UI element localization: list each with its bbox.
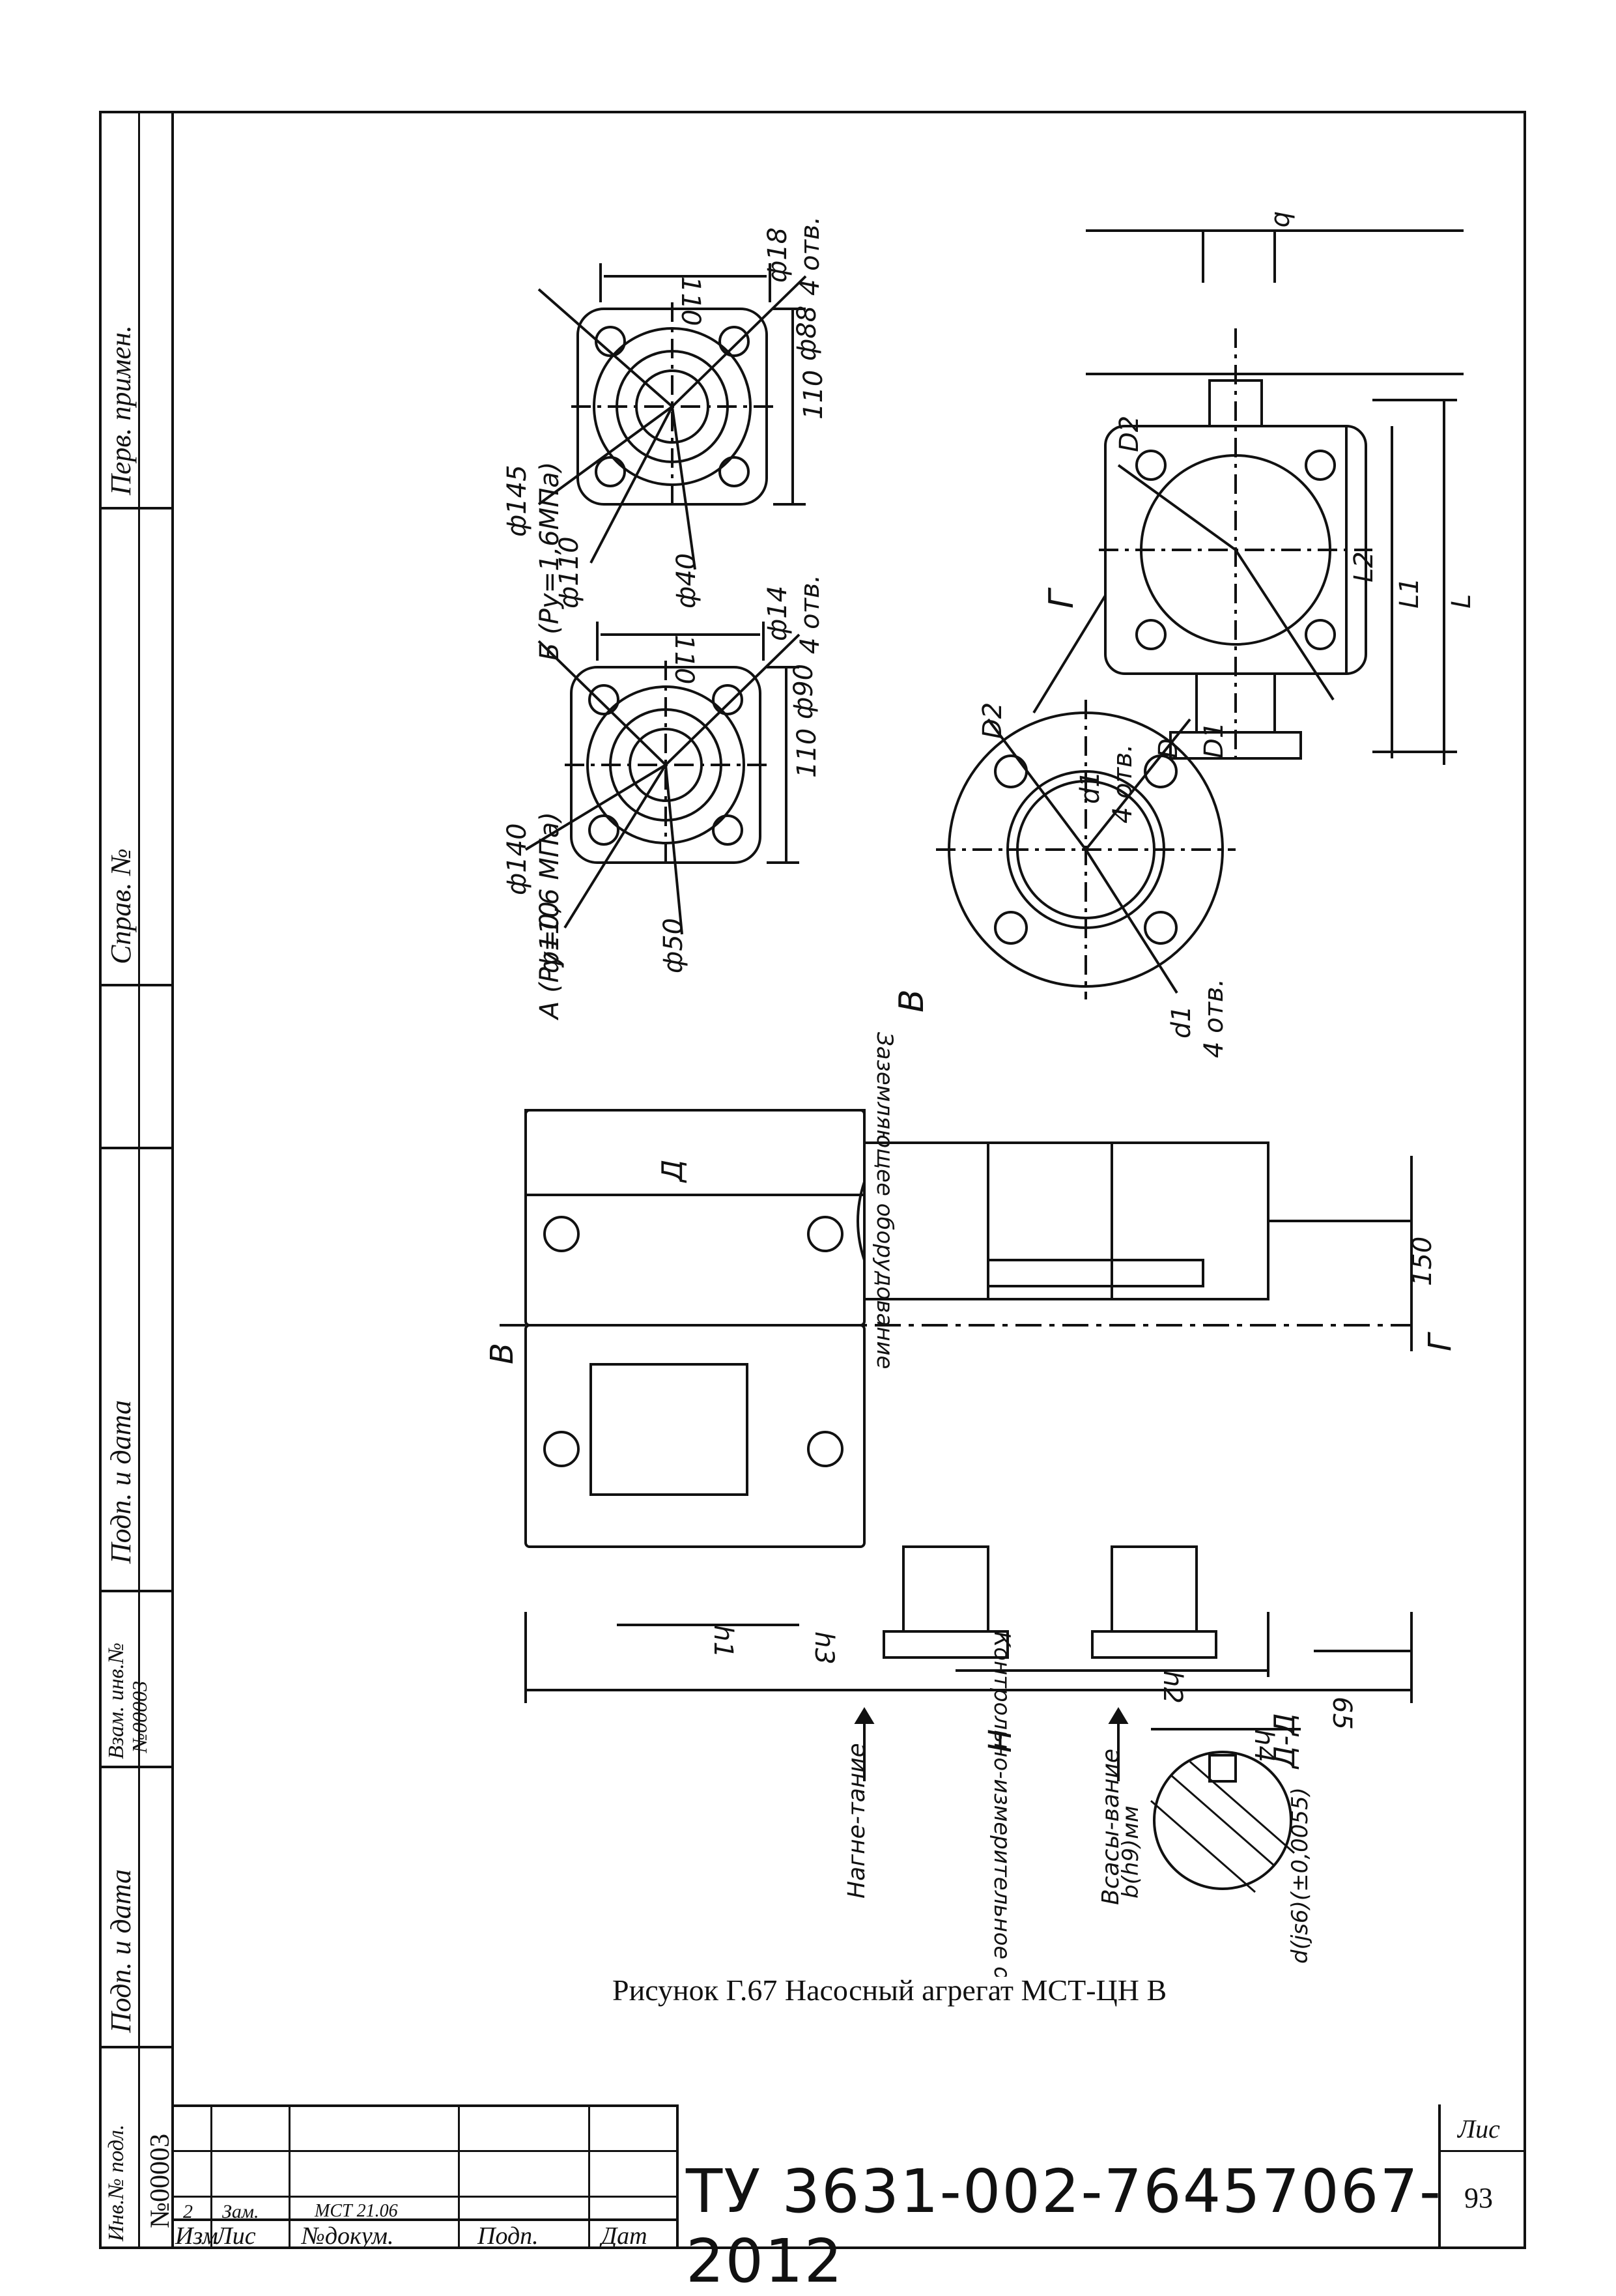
title-block-sheet-box-line bbox=[1438, 2104, 1441, 2249]
col-list-label: Лис bbox=[216, 2222, 256, 2250]
main-pump-side-view bbox=[500, 1109, 1413, 1703]
note-control: Контрольно-измерительное оборудование bbox=[989, 1631, 1015, 1977]
dim-g-4otv: 4 отв. bbox=[1108, 744, 1138, 824]
sheet-number: 93 bbox=[1464, 2182, 1493, 2214]
dim-l2: L2 bbox=[1349, 551, 1379, 582]
side-stamp-podp-data-bottom: Подп. и дата bbox=[105, 1869, 137, 2033]
side-stamp-divider bbox=[99, 2046, 174, 2048]
dim-h4: h4 bbox=[1249, 1729, 1279, 1762]
arrow-vsasyvanie: Всасы-вание bbox=[1098, 1749, 1124, 1905]
izm-value: 2 bbox=[183, 2201, 193, 2222]
dim-b-110-right: 110 bbox=[799, 370, 829, 420]
zam-value: Зам. bbox=[222, 2201, 259, 2222]
note-ground: Заземляющее оборудование bbox=[872, 1032, 898, 1369]
view-b-flange bbox=[537, 263, 807, 570]
col-data-label: Дат bbox=[601, 2222, 647, 2250]
title-block-col-line bbox=[289, 2104, 291, 2249]
dim-phi88: ф88 bbox=[792, 306, 822, 361]
dim-b-width: b bbox=[1268, 211, 1298, 227]
dim-g-d1-holes: d1 bbox=[1075, 771, 1105, 804]
doc-value: МСТ 21.06 bbox=[315, 2201, 398, 2221]
dim-h1: h1 bbox=[708, 1625, 738, 1658]
dim-h2: h2 bbox=[1157, 1671, 1187, 1704]
side-stamp-divider bbox=[99, 507, 174, 509]
main-view-g-label: Г bbox=[1422, 1332, 1458, 1351]
dim-150: 150 bbox=[1408, 1237, 1438, 1286]
dim-b-phi110: ф110 bbox=[554, 536, 584, 609]
title-block-row-line bbox=[171, 2150, 676, 2152]
side-stamp-divider bbox=[99, 1590, 174, 1592]
dim-d1: D1 bbox=[1199, 722, 1229, 758]
view-a-title: А (Pу=0,6 МПа) bbox=[535, 812, 565, 1021]
title-block-row-line bbox=[171, 2218, 676, 2221]
dim-h3: h3 bbox=[809, 1631, 839, 1665]
dim-b-110-top: 110 bbox=[675, 276, 705, 326]
side-stamp-divider bbox=[99, 984, 174, 986]
view-v-round-flange bbox=[936, 700, 1236, 999]
col-podp-label: Подп. bbox=[477, 2222, 539, 2250]
col-ndok-label: №докум. bbox=[302, 2222, 394, 2250]
side-stamp-divider bbox=[99, 1147, 174, 1149]
dim-phi18: ф18 bbox=[763, 227, 793, 283]
side-stamp-vzam-inv-value: №00003 bbox=[128, 1680, 151, 1753]
dim-65: 65 bbox=[1327, 1697, 1357, 1730]
col-izm-label: Изм bbox=[175, 2222, 218, 2250]
dim-phi140: ф140 bbox=[502, 823, 532, 895]
view-v-label: В bbox=[892, 989, 931, 1012]
section-dd-label: Д-Д bbox=[1268, 1713, 1301, 1770]
main-view-d-label: Д bbox=[656, 1160, 689, 1183]
view-g-label: Г bbox=[1042, 587, 1081, 609]
dim-d2: D2 bbox=[978, 702, 1008, 739]
figure-caption: Рисунок Г.67 Насосный агрегат МСТ-ЦН В bbox=[612, 1973, 1167, 2007]
side-stamp-sprav-no: Справ. № bbox=[105, 848, 137, 964]
side-stamp-podp-data-top: Подп. и дата bbox=[105, 1399, 137, 1564]
document-designation: ТУ 3631-002-76457067-2012 bbox=[686, 2157, 1443, 2296]
side-stamp-inv-podl: Инв.№ подл. bbox=[104, 2124, 128, 2241]
dim-v-4otv: 4 отв. bbox=[1199, 979, 1229, 1058]
dim-h: H bbox=[980, 1729, 1017, 1753]
view-a-flange bbox=[524, 622, 801, 935]
direction-arrows bbox=[854, 1707, 1129, 1781]
sheet-label: Лис bbox=[1458, 2114, 1500, 2144]
dim-phi40: ф40 bbox=[672, 553, 702, 609]
side-stamp-vzam-inv: Взам. инв.№ bbox=[104, 1643, 128, 1759]
tolerance-b: b(h9)мм bbox=[1118, 1805, 1144, 1899]
dim-phi50: ф50 bbox=[659, 918, 688, 973]
dim-phi14: ф14 bbox=[763, 586, 793, 641]
title-block-col-line bbox=[458, 2104, 460, 2249]
title-block-col-line bbox=[676, 2104, 679, 2249]
title-block-top-line bbox=[171, 2104, 676, 2107]
arrow-nagnetanie: Нагне-тание bbox=[843, 1743, 870, 1899]
dim-b-4otv: 4 отв. bbox=[795, 216, 825, 296]
title-block-sheet-box-line bbox=[1438, 2150, 1526, 2152]
dim-phi145: ф145 bbox=[502, 465, 532, 537]
dim-d: D bbox=[1154, 738, 1184, 758]
view-g-square-flange bbox=[1032, 229, 1464, 765]
side-stamp-frame bbox=[99, 111, 174, 2249]
dim-a-110-top: 110 bbox=[669, 635, 699, 684]
dim-a-4otv: 4 отв. bbox=[795, 575, 825, 654]
title-block-row-line bbox=[171, 2196, 676, 2198]
side-stamp-perv-primen: Перв. примен. bbox=[105, 325, 137, 495]
dim-a-110-right: 110 bbox=[792, 728, 822, 778]
dim-a-phi110: ф110 bbox=[535, 901, 565, 973]
dim-phi90: ф90 bbox=[789, 664, 819, 719]
dim-l1: L1 bbox=[1395, 577, 1425, 609]
dim-l: L bbox=[1447, 594, 1477, 609]
side-stamp-divider bbox=[99, 1766, 174, 1768]
dim-v-d1-holes: d1 bbox=[1167, 1005, 1197, 1039]
technical-drawing: А (Pу=0,6 МПа) Б (Pу=1,6МПа) В Г В Г Д Д… bbox=[484, 211, 1477, 1977]
title-block: 2 Зам. МСТ 21.06 Изм Лис №докум. Подп. Д… bbox=[171, 2104, 1526, 2296]
section-dd bbox=[1150, 1728, 1301, 1893]
side-stamp-column-line bbox=[138, 111, 140, 2249]
title-block-col-line bbox=[210, 2104, 212, 2249]
dim-g-d2: D2 bbox=[1114, 416, 1144, 452]
main-view-v-label: В bbox=[484, 1343, 520, 1364]
view-b-title: Б (Pу=1,6МПа) bbox=[535, 462, 565, 661]
tolerance-d: d(js6)(±0,0055) bbox=[1287, 1787, 1313, 1964]
title-block-col-line bbox=[588, 2104, 590, 2249]
